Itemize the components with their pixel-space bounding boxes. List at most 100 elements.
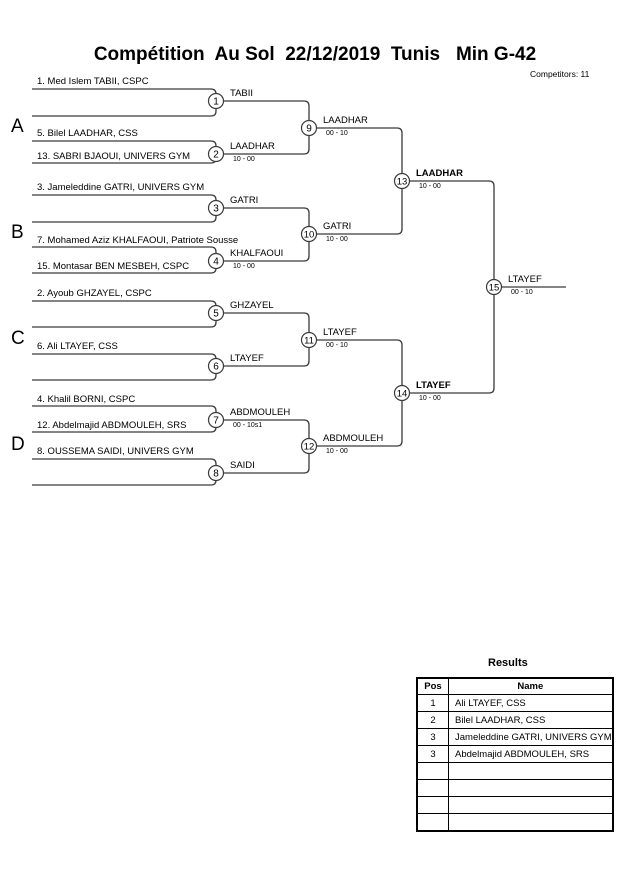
result-pos: 3: [416, 745, 449, 763]
table-row: [416, 813, 614, 832]
match-5-winner: GHZAYEL: [230, 300, 274, 311]
match-15-winner: LTAYEF: [508, 274, 542, 285]
match-number: 3: [213, 204, 219, 215]
match-2-score: 10 - 00: [233, 156, 255, 163]
match-number-circle: [207, 411, 225, 429]
pool-label-d: D: [11, 434, 25, 455]
bracket-line-m6: [32, 353, 217, 381]
match-number: 2: [213, 150, 219, 161]
match-number: 11: [304, 336, 314, 347]
result-name: Jameleddine GATRI, UNIVERS GYM: [447, 728, 614, 746]
match-2-winner: LAADHAR: [230, 141, 275, 152]
bracket-line-m3: [32, 194, 217, 223]
match-4-winner: KHALFAOUI: [230, 248, 284, 259]
match-number-circle: [207, 199, 225, 217]
match-number: 13: [397, 177, 408, 188]
match-8-winner: SAIDI: [230, 460, 255, 471]
match-number: 5: [213, 309, 219, 320]
match-number-circle: [300, 331, 318, 349]
results-header-name: Name: [447, 677, 614, 695]
entry-13: 13. SABRI BJAOUI, UNIVERS GYM: [37, 151, 191, 162]
result-pos: [416, 779, 449, 797]
match-12-winner: ABDMOULEH: [323, 433, 384, 444]
match-10-score: 10 - 00: [326, 236, 348, 243]
match-4-score: 10 - 00: [233, 263, 255, 270]
entry-12: 12. Abdelmajid ABDMOULEH, SRS: [37, 420, 187, 431]
match-number: 7: [213, 416, 219, 427]
table-row: [416, 779, 614, 797]
result-pos: 3: [416, 728, 449, 746]
match-15-score: 00 - 10: [511, 289, 533, 296]
match-11-score: 00 - 10: [326, 342, 348, 349]
match-9-score: 00 - 10: [326, 130, 348, 137]
match-number: 10: [304, 230, 315, 241]
entry-1: 1. Med Islem TABII, CSPC: [37, 76, 149, 87]
match-7-winner: ABDMOULEH: [230, 407, 291, 418]
table-row: [416, 796, 614, 814]
match-number: 4: [213, 257, 219, 268]
match-number-circle: [207, 252, 225, 270]
pool-label-c: C: [11, 328, 25, 349]
bracket-line-m8: [32, 458, 217, 486]
competitors-count: Competitors: 11: [530, 69, 590, 79]
result-name: [447, 813, 614, 832]
bracket-line-m5: [32, 300, 217, 328]
result-name: [447, 796, 614, 814]
match-number-circle: [207, 304, 225, 322]
bracket-line-m14: [309, 339, 403, 447]
bracket-line-m15: [402, 180, 495, 394]
entry-7: 7. Mohamed Aziz KHALFAOUI, Patriote Sous…: [37, 235, 239, 246]
bracket-line-m1: [32, 88, 217, 117]
match-7-score: 00 - 10s1: [233, 422, 263, 429]
match-14-winner: LTAYEF: [416, 380, 451, 391]
table-row: [416, 762, 614, 780]
result-pos: 2: [416, 711, 449, 729]
match-11-winner: LTAYEF: [323, 327, 357, 338]
result-name: [447, 779, 614, 797]
match-number: 15: [489, 283, 500, 294]
match-number-circle: [207, 92, 225, 110]
result-pos: [416, 796, 449, 814]
match-1-winner: TABII: [230, 88, 254, 99]
match-14-score: 10 - 00: [419, 395, 441, 402]
match-9-winner: LAADHAR: [323, 115, 368, 126]
result-pos: [416, 813, 449, 832]
results-title: Results: [488, 657, 528, 669]
entry-5: 5. Bilel LAADHAR, CSS: [37, 128, 138, 139]
match-number-circle: [393, 384, 411, 402]
bracket-line-m13: [309, 127, 403, 235]
match-number-circle: [207, 145, 225, 163]
result-pos: 1: [416, 694, 449, 712]
match-number-circle: [485, 278, 503, 296]
entry-4: 4. Khalil BORNI, CSPC: [37, 394, 136, 405]
entry-2: 2. Ayoub GHZAYEL, CSPC: [37, 288, 152, 299]
result-name: Ali LTAYEF, CSS: [447, 694, 614, 712]
match-number-circle: [393, 172, 411, 190]
match-13-score: 10 - 00: [419, 183, 441, 190]
match-6-winner: LTAYEF: [230, 353, 264, 364]
pool-label-a: A: [11, 116, 24, 137]
match-number: 12: [304, 442, 315, 453]
match-number-circle: [207, 357, 225, 375]
page-title: Compétition Au Sol 22/12/2019 Tunis Min …: [93, 44, 537, 65]
entry-6: 6. Ali LTAYEF, CSS: [37, 341, 118, 352]
results-header-pos: Pos: [416, 677, 449, 695]
result-name: Abdelmajid ABDMOULEH, SRS: [447, 745, 614, 763]
match-number: 6: [213, 362, 219, 373]
match-number-circle: [300, 225, 318, 243]
result-pos: [416, 762, 449, 780]
match-number: 9: [306, 124, 312, 135]
entry-8: 8. OUSSEMA SAIDI, UNIVERS GYM: [37, 446, 194, 457]
match-number: 14: [397, 389, 408, 400]
match-number: 1: [213, 97, 219, 108]
match-3-winner: GATRI: [230, 195, 259, 206]
match-number-circle: [207, 464, 225, 482]
pool-label-b: B: [11, 222, 24, 243]
match-10-winner: GATRI: [323, 221, 352, 232]
result-name: Bilel LAADHAR, CSS: [447, 711, 614, 729]
